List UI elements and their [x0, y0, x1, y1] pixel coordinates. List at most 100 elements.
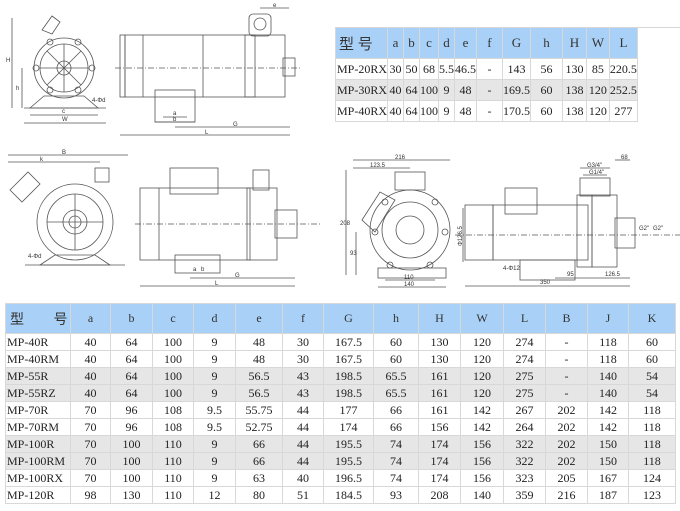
value-cell: 56.5: [236, 385, 283, 402]
value-cell: 74: [374, 470, 419, 487]
value-cell: 100: [419, 80, 439, 101]
value-cell: 40: [71, 334, 111, 351]
value-cell: 52.75: [236, 419, 283, 436]
column-header-c: c: [419, 28, 439, 59]
column-header-W: W: [461, 304, 504, 334]
label-h: h: [16, 86, 19, 92]
value-cell: 65.5: [374, 385, 419, 402]
value-cell: 100: [153, 368, 194, 385]
value-cell: 156: [461, 470, 504, 487]
column-header-b: b: [111, 304, 153, 334]
value-cell: 64: [111, 334, 153, 351]
value-cell: -: [476, 101, 503, 122]
value-cell: 66: [374, 402, 419, 419]
value-cell: 198.5: [324, 385, 374, 402]
value-cell: 40: [71, 368, 111, 385]
value-cell: 56: [530, 59, 563, 80]
column-header-model: 型 号: [6, 304, 71, 334]
label-dia: Φ126.5: [458, 226, 464, 246]
column-header-b: b: [404, 28, 420, 59]
value-cell: 9: [194, 470, 236, 487]
label-a: a: [173, 111, 177, 117]
value-cell: 174: [419, 470, 461, 487]
value-cell: 51: [283, 487, 324, 504]
label-G: G: [233, 122, 238, 128]
column-header-W: W: [586, 28, 610, 59]
value-cell: 118: [629, 402, 676, 419]
value-cell: 64: [404, 80, 420, 101]
value-cell: 48: [236, 334, 283, 351]
value-cell: 9.5: [194, 419, 236, 436]
value-cell: 274: [504, 334, 546, 351]
value-cell: 169.5: [502, 80, 531, 101]
value-cell: 98: [71, 487, 111, 504]
value-cell: 60: [374, 334, 419, 351]
value-cell: 264: [504, 419, 546, 436]
value-cell: -: [546, 351, 588, 368]
value-cell: 9: [438, 101, 455, 122]
value-cell: 120: [461, 334, 504, 351]
value-cell: 110: [153, 470, 194, 487]
value-cell: 100: [419, 101, 439, 122]
value-cell: 177: [324, 402, 374, 419]
value-cell: 40: [71, 351, 111, 368]
value-cell: 30: [283, 334, 324, 351]
value-cell: 110: [153, 436, 194, 453]
value-cell: 60: [530, 101, 563, 122]
value-cell: 138: [562, 101, 587, 122]
value-cell: 142: [588, 419, 629, 436]
value-cell: 100: [153, 385, 194, 402]
column-header-a: a: [388, 28, 404, 59]
value-cell: 44: [283, 453, 324, 470]
value-cell: 93: [374, 487, 419, 504]
value-cell: 43: [283, 385, 324, 402]
value-cell: -: [546, 334, 588, 351]
value-cell: 220.5: [609, 59, 638, 80]
value-cell: 202: [546, 402, 588, 419]
value-cell: 55.75: [236, 402, 283, 419]
value-cell: 118: [629, 436, 676, 453]
value-cell: 123: [629, 487, 676, 504]
value-cell: 322: [504, 453, 546, 470]
value-cell: 66: [236, 436, 283, 453]
column-header-G: G: [502, 28, 531, 59]
value-cell: 70: [71, 453, 111, 470]
value-cell: 63: [236, 470, 283, 487]
value-cell: 202: [546, 436, 588, 453]
value-cell: 167: [588, 470, 629, 487]
value-cell: 208: [419, 487, 461, 504]
value-cell: 184.5: [324, 487, 374, 504]
value-cell: 275: [504, 385, 546, 402]
value-cell: 359: [504, 487, 546, 504]
value-cell: 60: [629, 334, 676, 351]
column-header-B: B: [546, 304, 588, 334]
value-cell: 202: [546, 453, 588, 470]
value-cell: 64: [111, 385, 153, 402]
column-header-H: H: [419, 304, 461, 334]
value-cell: 174: [419, 453, 461, 470]
value-cell: 54: [629, 385, 676, 402]
value-cell: 54: [629, 368, 676, 385]
value-cell: 48: [236, 351, 283, 368]
model-cell: MP-100RM: [6, 453, 71, 470]
model-cell: MP-55RZ: [6, 385, 71, 402]
model-cell: MP-40R: [6, 334, 71, 351]
value-cell: 70: [71, 470, 111, 487]
value-cell: 150: [588, 436, 629, 453]
value-cell: 138: [562, 80, 587, 101]
value-cell: 140: [588, 368, 629, 385]
model-cell: MP-30RX: [336, 80, 389, 101]
value-cell: 118: [588, 334, 629, 351]
label-g1-4: G1/4": [589, 170, 604, 176]
value-cell: 12: [194, 487, 236, 504]
value-cell: 64: [111, 351, 153, 368]
value-cell: 66: [236, 453, 283, 470]
